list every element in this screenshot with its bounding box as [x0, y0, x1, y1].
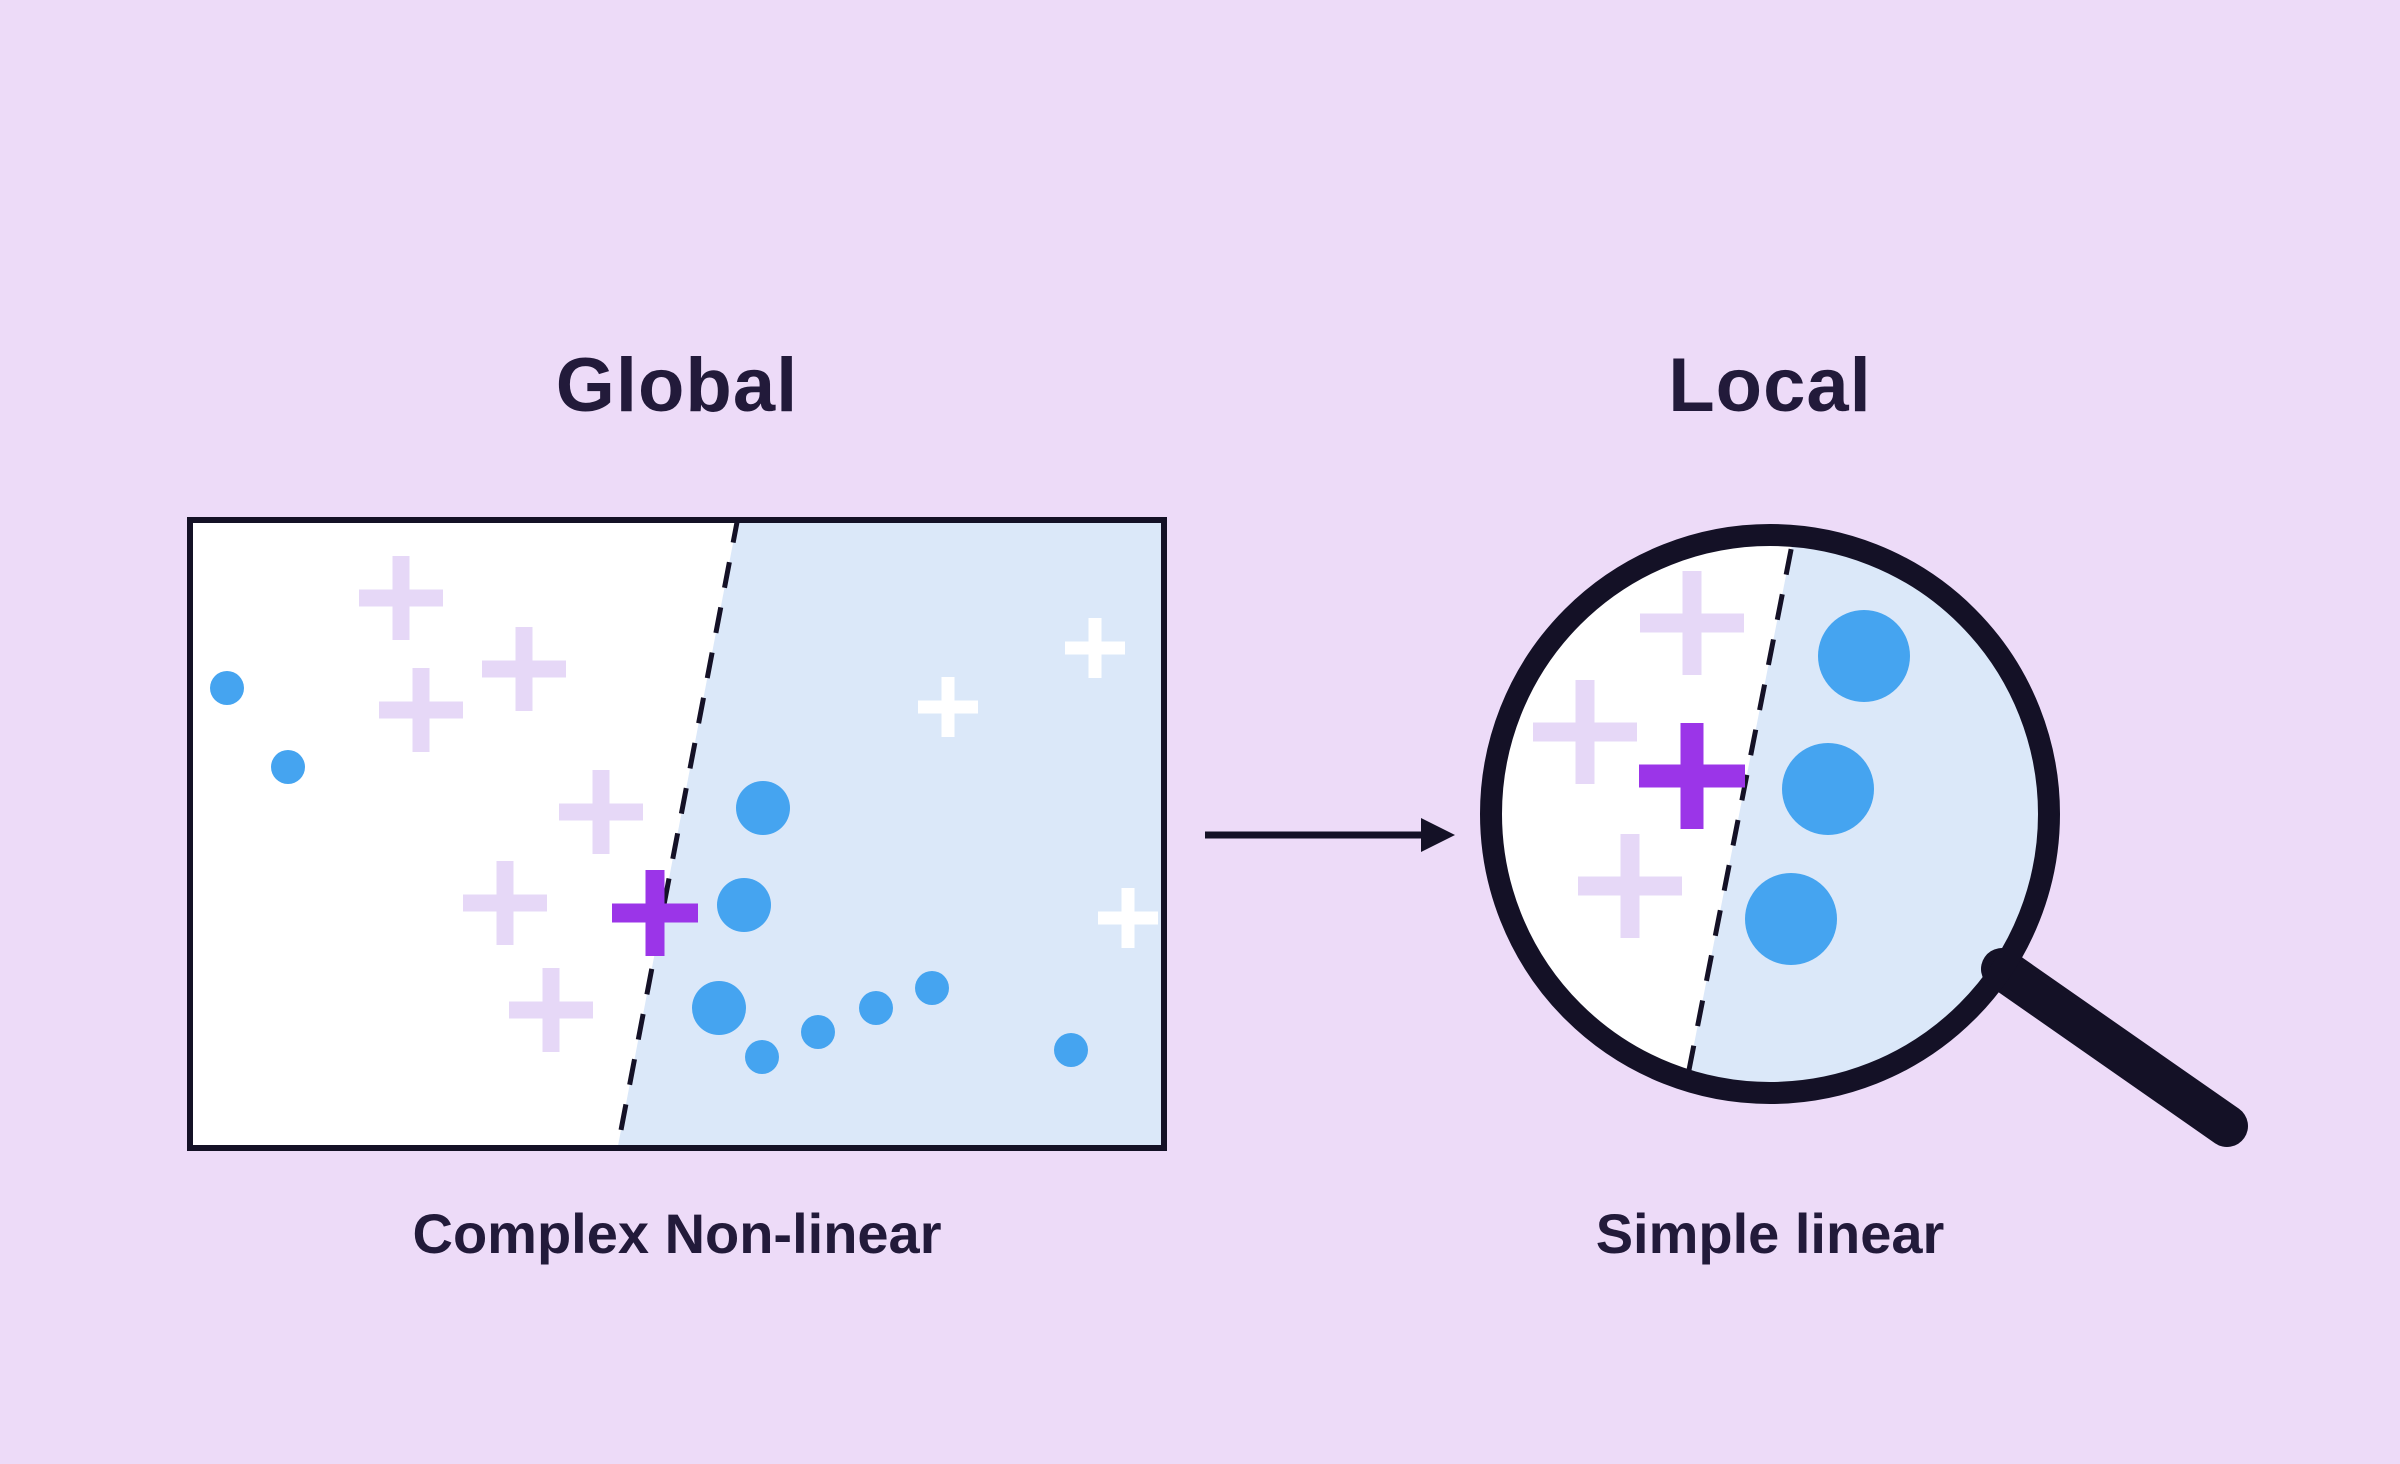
lens-ring: [1480, 524, 2060, 1104]
plus-marker: [1578, 834, 1682, 938]
arrow-head: [1421, 818, 1455, 852]
plus-marker: [1533, 680, 1637, 784]
decision-boundary-line: [614, 517, 741, 1151]
dot-marker: [1054, 1033, 1088, 1067]
local-caption: Simple linear: [1595, 1202, 1945, 1265]
dot-marker: [1782, 743, 1874, 835]
dot-marker: [915, 971, 949, 1005]
highlighted-instance-plus: [1639, 723, 1745, 829]
lens-boundary-line: [1675, 544, 1803, 1084]
lens-content: [1533, 544, 2040, 1084]
magnifier-handle: [1981, 948, 2248, 1147]
dot-marker: [859, 991, 893, 1025]
plus-marker: [379, 668, 463, 752]
dot-marker: [1818, 610, 1910, 702]
dot-marker: [736, 781, 790, 835]
global-caption: Complex Non-linear: [412, 1202, 942, 1265]
dot-marker: [745, 1040, 779, 1074]
plus-marker: [1640, 571, 1744, 675]
plus-marker-white: [1098, 888, 1158, 948]
plot-blue-region: [617, 517, 1167, 1151]
plot-border: [187, 517, 1167, 1151]
dot-marker: [1745, 873, 1837, 965]
global-scatter-plot: [187, 517, 1167, 1151]
local-title: Local: [1668, 343, 1872, 428]
dot-marker: [692, 981, 746, 1035]
dot-marker: [801, 1015, 835, 1049]
lens-blue-region: [1678, 544, 2040, 1084]
plus-marker: [482, 627, 566, 711]
magnifier-icon: [1480, 524, 2248, 1147]
dot-marker: [271, 750, 305, 784]
plus-marker: [559, 770, 643, 854]
dot-marker: [717, 878, 771, 932]
dot-marker: [210, 671, 244, 705]
plus-marker: [463, 861, 547, 945]
plus-marker: [509, 968, 593, 1052]
highlighted-instance-plus: [612, 870, 698, 956]
plus-marker: [359, 556, 443, 640]
arrow-right-icon: [1205, 818, 1455, 852]
global-title: Global: [555, 343, 799, 428]
plus-marker-white: [918, 677, 978, 737]
plus-marker-white: [1065, 618, 1125, 678]
